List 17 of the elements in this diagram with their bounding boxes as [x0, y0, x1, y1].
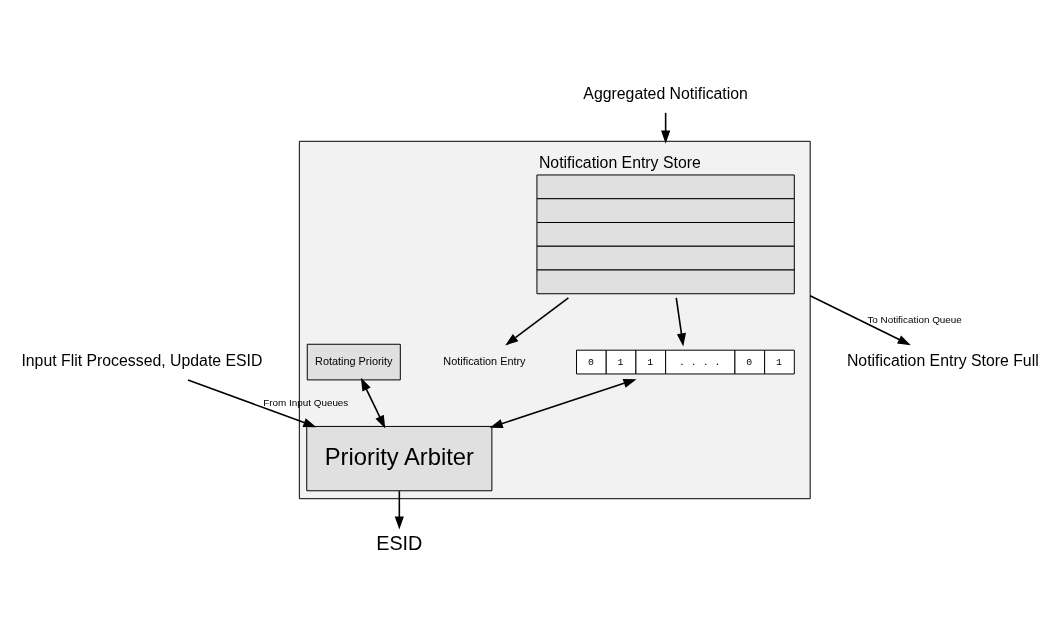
node-box: Priority Arbiter — [306, 425, 493, 492]
arrow — [505, 296, 570, 346]
arrow — [489, 378, 637, 428]
node-label: Notification Entry Store — [538, 153, 701, 171]
arrow — [360, 377, 386, 429]
arrow — [394, 490, 404, 530]
node-text: ESID — [376, 532, 423, 555]
node-text: Aggregated Notification — [583, 84, 748, 102]
edge-label: To Notification Queue — [867, 314, 962, 326]
arrow — [661, 112, 671, 144]
arrow — [187, 379, 317, 428]
node-text: Input Flit Processed, Update ESID — [21, 351, 263, 369]
node-text: Notification Entry — [443, 354, 526, 367]
arrow — [809, 294, 911, 346]
node-box: Rotating Priority — [306, 343, 401, 381]
node-text: Notification Entry Store Full — [846, 351, 1039, 369]
arrow — [675, 297, 686, 347]
